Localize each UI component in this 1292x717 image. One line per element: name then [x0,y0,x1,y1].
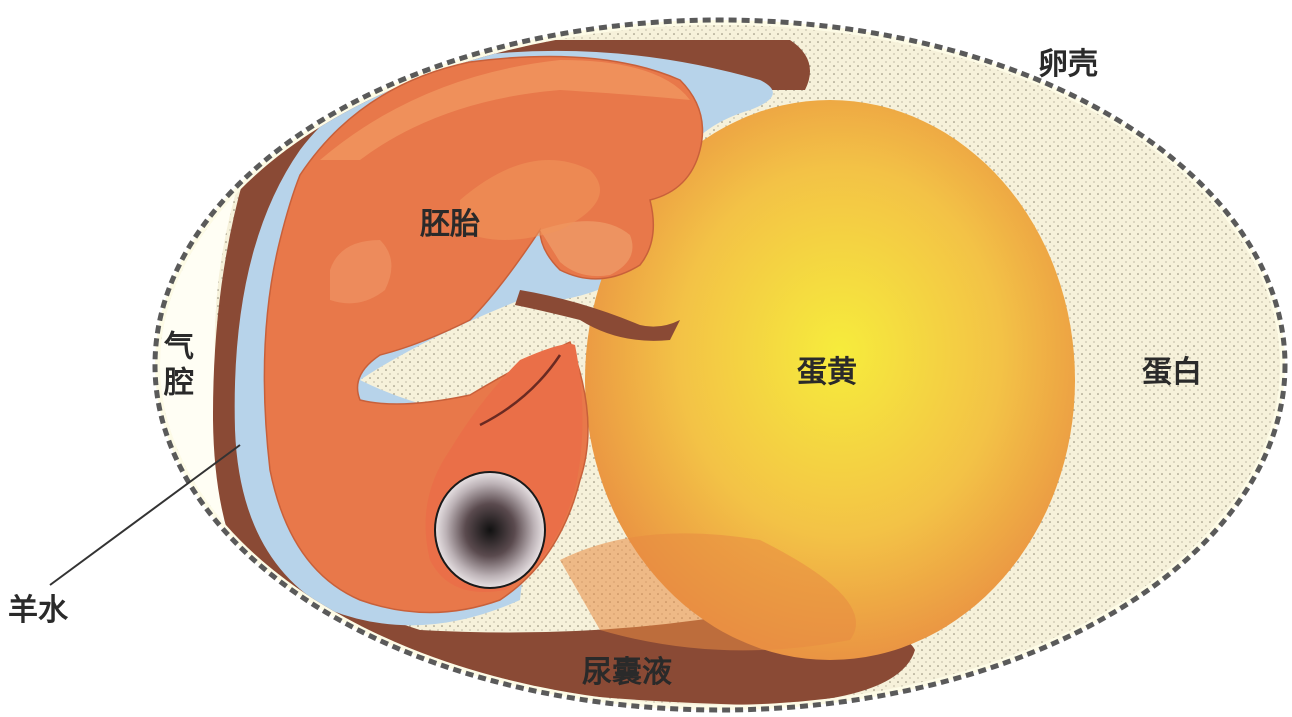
label-shell: 卵壳 [1038,50,1098,80]
label-air-cell: 气腔 [160,330,190,402]
label-albumen: 蛋白 [1142,358,1202,388]
label-yolk: 蛋黄 [797,358,857,388]
label-amniotic-fluid: 羊水 [8,596,68,626]
label-allantoic-fluid: 尿囊液 [582,658,672,688]
label-embryo: 胚胎 [420,210,480,240]
embryo-eye [435,472,545,588]
